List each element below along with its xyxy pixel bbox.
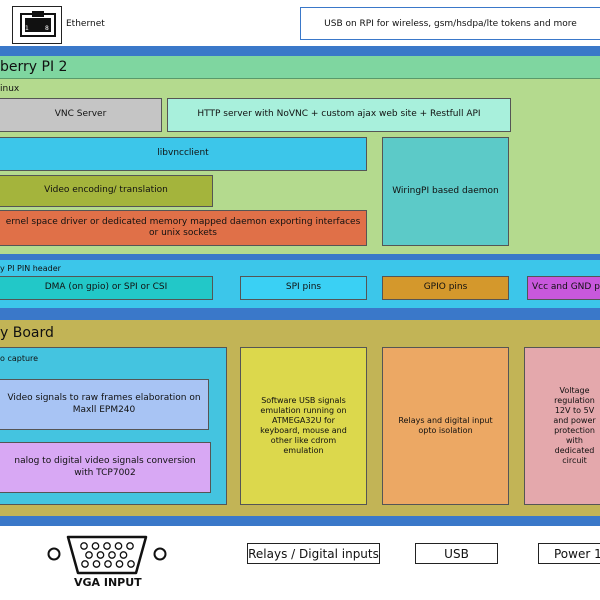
voltage-regulation-box: Voltage regulation 12V to 5V and power p… — [524, 347, 600, 505]
http-server-box: HTTP server with NoVNC + custom ajax web… — [167, 98, 511, 132]
board-title: y Board — [0, 325, 54, 341]
vga-connector-drawing — [47, 535, 167, 575]
gpio-pins-box: GPIO pins — [382, 276, 509, 300]
raspberry-pi-title: berry PI 2 — [0, 59, 68, 75]
dma-pins-box: DMA (on gpio) or SPI or CSI — [0, 276, 213, 300]
pin-header-label: y PI PIN header — [0, 264, 61, 273]
usb-emulation-box: Software USB signals emulation running o… — [240, 347, 367, 505]
libvncclient-box: libvncclient — [0, 137, 367, 171]
ethernet-jack-contacts — [25, 18, 51, 32]
spi-pins-box: SPI pins — [240, 276, 367, 300]
vnc-server-box: VNC Server — [0, 98, 162, 132]
vga-input-label: VGA INPUT — [74, 576, 142, 589]
ethernet-pin-8-label: 8 — [45, 25, 49, 32]
ethernet-port-icon: 1 8 — [12, 6, 62, 44]
raspberry-pi-header-bar — [0, 56, 600, 79]
ethernet-pin-1-label: 1 — [25, 25, 29, 32]
video-capture-label: o capture — [0, 354, 39, 363]
wiringpi-daemon-box: WiringPI based daemon — [382, 137, 509, 246]
raw-frames-box: Video signals to raw frames elaboration … — [0, 379, 209, 430]
analog-digital-box: nalog to digital video signals conversio… — [0, 442, 211, 493]
kernel-driver-box: ernel space driver or dedicated memory m… — [0, 210, 367, 246]
usb-connector: USB — [415, 543, 498, 564]
vcc-gnd-pins-box: Vcc and GND pin — [527, 276, 600, 300]
ethernet-label: Ethernet — [66, 19, 105, 29]
power-connector: Power 1 — [538, 543, 600, 564]
vga-connector-icon — [46, 533, 168, 581]
usb-wireless-box: USB on RPI for wireless, gsm/hsdpa/lte t… — [300, 7, 600, 40]
linux-label: inux — [0, 84, 20, 94]
relays-inputs-connector: Relays / Digital inputs — [247, 543, 380, 564]
relays-opto-box: Relays and digital input opto isolation — [382, 347, 509, 505]
ethernet-jack-tab — [32, 11, 44, 17]
video-encoding-box: Video encoding/ translation — [0, 175, 213, 207]
